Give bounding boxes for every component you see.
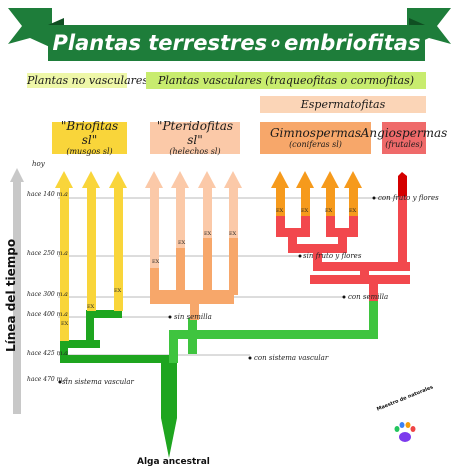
event-sin-fruto: sin fruto y flores: [303, 252, 362, 260]
title-connector: o: [271, 35, 281, 51]
group-pteridofitas-name: "Pteridofitas sl": [156, 119, 234, 147]
root-label: Alga ancestral: [137, 457, 210, 467]
label-no-vasculares: Plantas no vasculares: [27, 74, 149, 87]
time-mark-400: hace 400 m.a: [27, 311, 68, 318]
pteridofitas-base: [150, 290, 234, 320]
espermatofitas-clade: [276, 195, 410, 301]
point-label: EX: [114, 288, 122, 294]
point-label: EX: [276, 208, 284, 214]
banner-ribbon-tails: [8, 8, 451, 48]
label-espermatofitas: Espermatofitas: [300, 98, 386, 111]
point-label: EX: [178, 240, 186, 246]
time-mark-300: hace 300 m.a: [27, 291, 68, 298]
title-alt: embriofitas: [284, 31, 421, 55]
briofitas-base: [60, 310, 177, 363]
group-briofitas-sub: (musgos sl): [66, 147, 113, 156]
point-label: EX: [301, 208, 309, 214]
point-label: EX: [349, 208, 357, 214]
event-con-fruto: con fruto y flores: [378, 194, 439, 202]
label-vasculares: Plantas vasculares (traqueofitas o cormo…: [157, 74, 415, 87]
title-banner: Plantas terrestres o embriofitas: [48, 25, 425, 61]
event-con-semilla: con semilla: [348, 293, 389, 301]
event-dots: [58, 196, 376, 384]
group-gimnospermas-name: Gimnospermas: [269, 126, 362, 140]
group-angiospermas-name: Angiospermas: [360, 126, 448, 140]
group-briofitas: "Briofitas sl" (musgos sl): [52, 119, 127, 156]
pteridofitas-branches: [145, 171, 242, 268]
no-vasculares-bg: [27, 73, 127, 88]
group-gimnospermas-sub: (coniferas sl): [289, 140, 342, 149]
point-label: EX: [61, 321, 69, 327]
logo-paw-icon: [394, 422, 416, 442]
gimnospermas-branches: [271, 171, 362, 216]
group-pteridofitas: "Pteridofitas sl" (helechos sl): [150, 119, 240, 156]
point-label: EX: [152, 259, 160, 265]
title-main: Plantas terrestres: [52, 31, 268, 55]
group-pteridofitas-sub: (helechos sl): [169, 147, 221, 156]
time-mark-470: hace 470 m.a: [27, 376, 68, 383]
time-axis-arrow: [10, 168, 24, 414]
angiospermas-branch: [398, 172, 407, 196]
root-trunk: [161, 362, 177, 458]
point-label: EX: [229, 231, 237, 237]
time-mark-425: hace 425 m.a: [27, 350, 68, 357]
time-mark-250: hace 250 m.a: [27, 250, 68, 257]
time-mark-140: hace 140 m.a: [27, 191, 68, 198]
vasculares-bg: [146, 72, 426, 89]
briofitas-branches: [55, 171, 127, 341]
group-gimnospermas: Gimnospermas (coniferas sl): [260, 122, 371, 154]
vascular-clade: [169, 300, 378, 363]
espermatofitas-bg: [260, 96, 426, 113]
point-label: EX: [87, 304, 95, 310]
point-label: EX: [325, 208, 333, 214]
point-label: EX: [204, 231, 212, 237]
group-angiospermas: Angiospermas (frutales): [361, 122, 447, 154]
group-briofitas-name: "Briofitas sl": [60, 119, 119, 147]
group-angiospermas-sub: (frutales): [385, 140, 423, 149]
axis-label: Línea del tiempo: [4, 238, 18, 352]
pteridofitas-mid: [150, 235, 238, 295]
event-sin-semilla: sin semilla: [174, 313, 212, 321]
event-con-sistema: con sistema vascular: [254, 354, 329, 362]
event-sin-sistema: sin sistema vascular: [62, 378, 134, 386]
axis-top-label: hoy: [32, 160, 45, 168]
